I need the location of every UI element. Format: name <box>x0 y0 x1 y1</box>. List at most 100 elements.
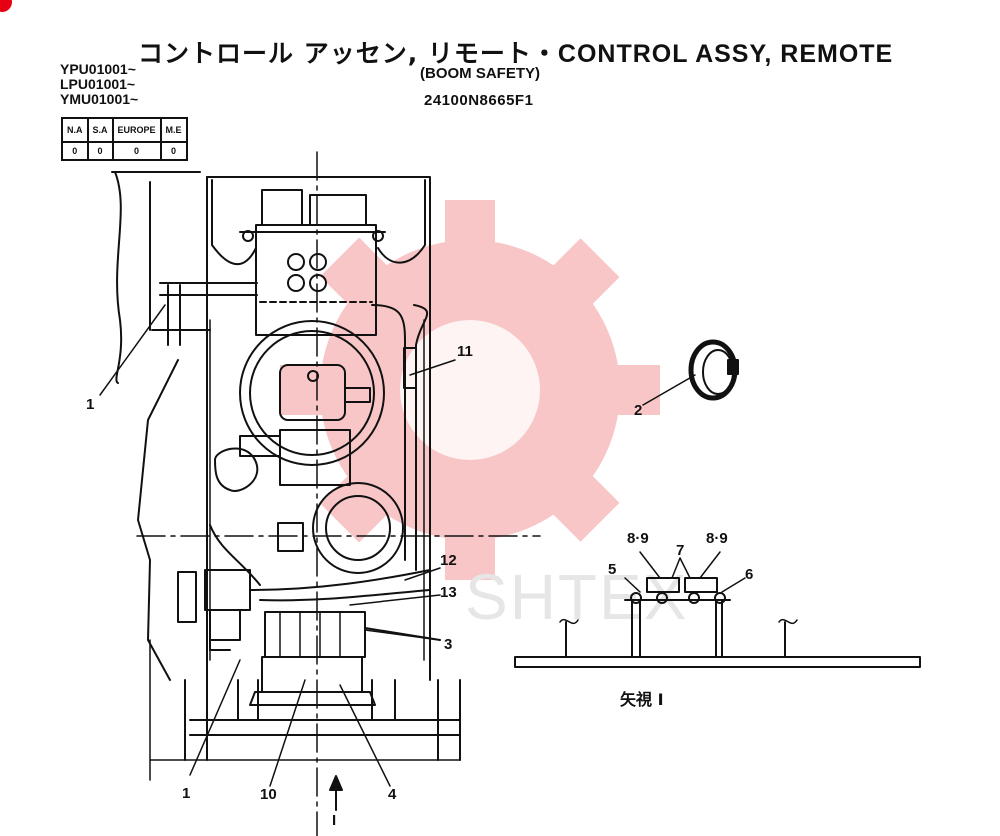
detail-bracket-legs <box>631 599 723 658</box>
region-value: 0 <box>86 141 114 161</box>
hose-top <box>159 282 258 296</box>
callout-3: 3 <box>444 636 453 653</box>
left-pipe <box>209 629 231 651</box>
serial-item: YMU01001~ <box>60 91 139 107</box>
callout-1: 1 <box>182 785 191 802</box>
side-block <box>204 569 251 611</box>
motor-body <box>279 429 351 486</box>
frame-inner-rails <box>209 319 425 661</box>
callout-5: 5 <box>608 561 617 578</box>
detail-fitting <box>656 592 668 604</box>
region-header: EUROPE <box>111 117 162 143</box>
serial-item: YPU01001~ <box>60 61 136 77</box>
small-block <box>277 522 304 552</box>
swing-bearing-inner <box>249 330 375 456</box>
part-number: 24100N8665F1 <box>424 92 534 109</box>
frame-outer-right <box>206 176 431 681</box>
leader-12 <box>404 567 441 581</box>
detail-fitting-5 <box>630 592 642 604</box>
callout-11: 11 <box>457 343 473 360</box>
foot-right <box>437 679 461 761</box>
valve-base <box>261 656 363 693</box>
boom-lower-outline <box>137 359 179 681</box>
foot-inner-right <box>371 679 396 721</box>
region-header-row: N.A S.A EUROPE M.E <box>61 117 188 143</box>
detail-fitting <box>688 592 700 604</box>
title-japanese: コントロール アッセン, リモート・ <box>138 39 558 68</box>
leader-89a <box>639 551 661 579</box>
motor-side-port <box>239 435 281 457</box>
corner-marker <box>0 0 12 12</box>
leader-1a <box>99 304 166 396</box>
drawing-subtitle: (BOOM SAFETY) <box>420 65 540 82</box>
leader-89b <box>699 551 721 579</box>
hose-clip <box>403 347 417 389</box>
detail-view-label: 矢視 I <box>620 690 664 709</box>
leader-5 <box>624 577 641 593</box>
valve-plate <box>249 691 376 706</box>
leader-4 <box>339 684 391 787</box>
leader-lines <box>99 304 746 787</box>
valve-block <box>255 224 377 336</box>
callout-12: 12 <box>440 552 457 569</box>
callout-13: 13 <box>440 584 457 601</box>
valve-block-top-right <box>309 194 367 226</box>
leader-6 <box>721 577 746 593</box>
port <box>287 253 305 271</box>
foot-inner-left <box>237 679 259 721</box>
hose-13 <box>259 589 431 602</box>
region-header: M.E <box>159 117 188 143</box>
drawing-title: コントロール アッセン, リモート・CONTROL ASSY, REMOTE <box>138 34 893 70</box>
region-header: S.A <box>86 117 114 143</box>
hose-11 <box>371 304 406 561</box>
serial-list: YPU01001~ LPU01001~ YMU01001~ <box>60 62 138 107</box>
bolt <box>372 230 384 242</box>
leader-11 <box>409 359 456 376</box>
port <box>287 274 305 292</box>
motor-stub <box>344 387 371 403</box>
view-arrow-head <box>329 775 343 791</box>
leader-7 <box>671 557 691 579</box>
detail-base-plate <box>514 656 921 668</box>
callout-4: 4 <box>388 786 397 803</box>
callout-10: 10 <box>260 786 277 803</box>
motor-housing <box>279 364 346 421</box>
boom-outline <box>114 171 123 384</box>
callout-8-9: 8·9 <box>706 530 728 547</box>
region-value-row: 0 0 0 0 <box>61 141 188 161</box>
callout-8-9: 8·9 <box>627 530 649 547</box>
watermark-text: SHTEX <box>465 561 689 633</box>
callout-view-arrow: I <box>332 812 337 829</box>
swing-bearing <box>239 320 385 466</box>
detail-studs <box>565 621 786 658</box>
port <box>309 274 327 292</box>
leader-2 <box>642 374 696 406</box>
side-fitting <box>209 609 241 641</box>
hose-11-outer <box>413 304 428 571</box>
leader-13 <box>349 594 441 606</box>
detail-break-marks <box>559 618 798 625</box>
region-table: N.A S.A EUROPE M.E 0 0 0 0 <box>61 117 188 161</box>
serial-item: LPU01001~ <box>60 76 136 92</box>
leader-1b <box>189 659 241 776</box>
clamp-screw <box>727 359 739 375</box>
hose-12 <box>249 569 431 591</box>
bolt <box>242 230 254 242</box>
callout-2: 2 <box>634 402 643 419</box>
region-value: 0 <box>159 141 188 161</box>
region-value: 0 <box>111 141 162 161</box>
callout-1: 1 <box>86 396 95 413</box>
frame-top-cutout <box>211 179 426 266</box>
motor-bolt <box>307 370 319 382</box>
port <box>309 253 327 271</box>
hose-lower-left <box>209 524 261 586</box>
callout-7: 7 <box>676 542 685 559</box>
leader-3 <box>364 629 441 641</box>
lower-ring <box>312 482 404 574</box>
valve-sections <box>279 611 341 658</box>
side-plate <box>177 571 197 623</box>
detail-fitting-6 <box>714 592 726 604</box>
detail-valve-right <box>684 577 718 593</box>
